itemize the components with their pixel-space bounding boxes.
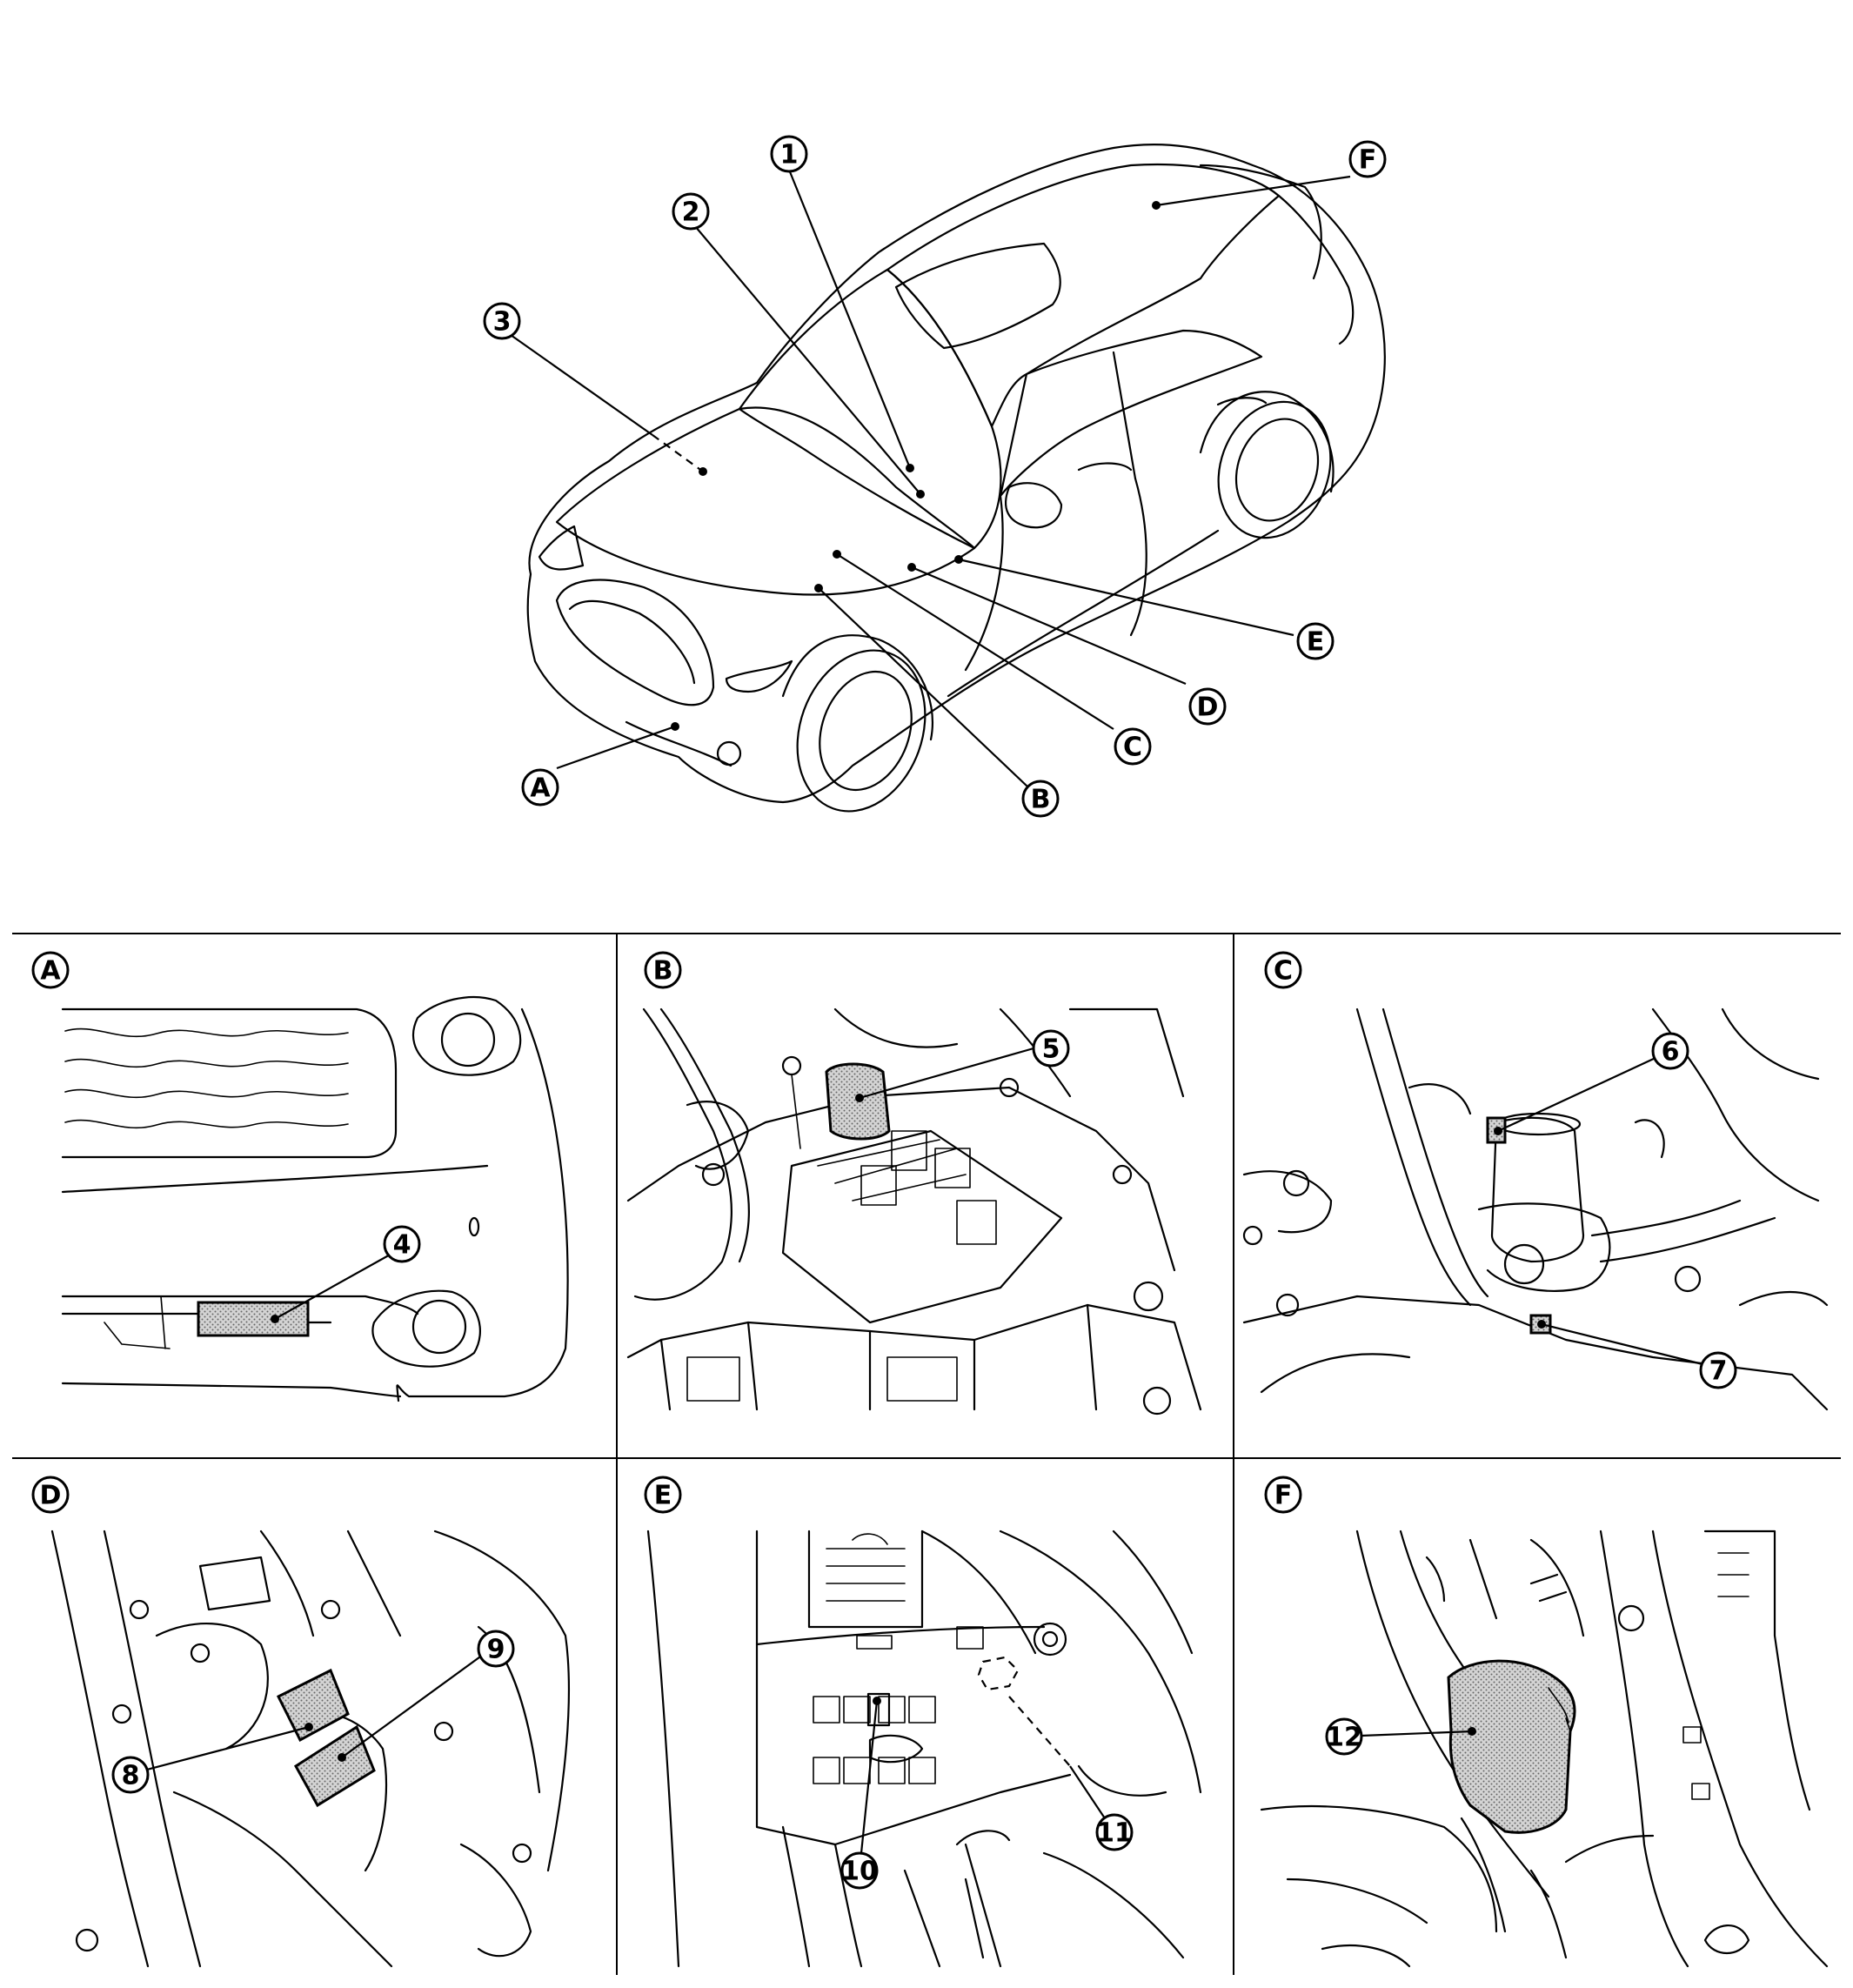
vehicle-overview — [526, 144, 1386, 813]
callout-D: D — [1188, 687, 1227, 726]
callout-B: B — [1021, 780, 1060, 818]
callout-A: A — [521, 768, 559, 807]
svg-text:A: A — [530, 773, 551, 804]
svg-text:B: B — [1031, 785, 1051, 815]
svg-text:5: 5 — [1042, 1034, 1060, 1065]
svg-text:1: 1 — [780, 140, 799, 171]
callout-F: F — [1348, 140, 1387, 178]
svg-text:B: B — [653, 956, 673, 987]
overview-leaders — [510, 169, 1351, 787]
panel-grid — [12, 933, 1841, 1975]
callout-2: 2 — [672, 192, 710, 231]
svg-text:D: D — [1197, 693, 1219, 723]
svg-text:4: 4 — [393, 1230, 411, 1261]
svg-text:A: A — [40, 956, 61, 987]
callout-1: 1 — [770, 135, 808, 173]
svg-text:3: 3 — [493, 307, 512, 338]
callout-C: C — [1114, 727, 1152, 766]
callout-8: 8 — [111, 1756, 150, 1794]
callout-E: E — [1296, 622, 1335, 660]
svg-text:7: 7 — [1709, 1356, 1728, 1387]
callout-3: 3 — [483, 302, 521, 340]
panel-e: E 11 10 — [644, 1476, 1202, 1968]
panel-b: B 5 — [626, 951, 1202, 1416]
callout-10: 10 — [840, 1851, 879, 1890]
svg-text:F: F — [1359, 145, 1377, 176]
svg-text:6: 6 — [1662, 1037, 1680, 1068]
callout-11: 11 — [1095, 1813, 1134, 1851]
svg-text:9: 9 — [487, 1635, 505, 1665]
callout-4: 4 — [383, 1225, 421, 1263]
panel-f-letter: F — [1264, 1476, 1302, 1514]
svg-text:11: 11 — [1096, 1818, 1133, 1849]
svg-text:F: F — [1274, 1481, 1293, 1511]
panel-c-letter: C — [1264, 951, 1302, 989]
panel-e-letter: E — [644, 1476, 682, 1514]
svg-text:C: C — [1123, 733, 1142, 763]
panel-f: F 12 — [1260, 1476, 1829, 1968]
svg-text:8: 8 — [122, 1761, 140, 1791]
panel-a-letter: A — [31, 951, 70, 989]
callout-9: 9 — [477, 1630, 515, 1668]
svg-text:E: E — [1307, 627, 1325, 658]
callout-6: 6 — [1651, 1032, 1689, 1070]
svg-text:C: C — [1274, 956, 1293, 987]
panel-b-letter: B — [644, 951, 682, 989]
panel-c: C 6 7 — [1242, 951, 1829, 1411]
svg-text:E: E — [654, 1481, 672, 1511]
svg-text:D: D — [40, 1481, 62, 1511]
callout-7: 7 — [1699, 1351, 1737, 1389]
panel-d-letter: D — [31, 1476, 70, 1514]
panel-d: D 8 9 — [31, 1476, 570, 1968]
panel-a: A 4 — [31, 951, 569, 1402]
svg-text:2: 2 — [682, 197, 700, 228]
svg-text:12: 12 — [1326, 1723, 1362, 1753]
callout-5: 5 — [1032, 1029, 1070, 1068]
svg-text:10: 10 — [841, 1857, 878, 1887]
callout-12: 12 — [1325, 1717, 1363, 1756]
